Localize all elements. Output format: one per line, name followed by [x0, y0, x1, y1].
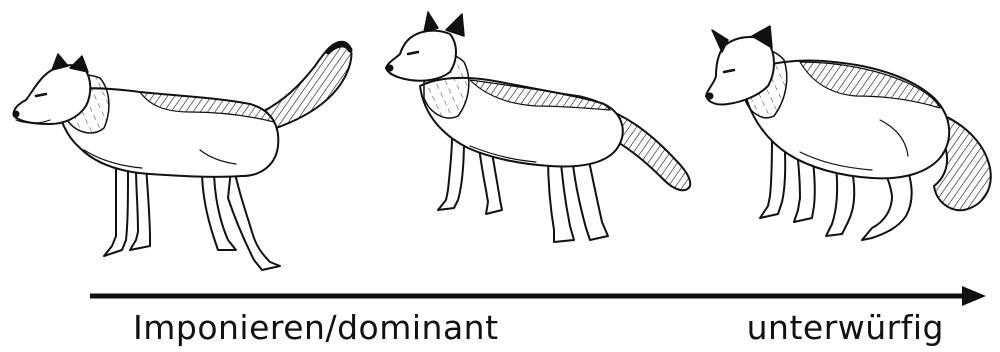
scale-start-label: Imponieren/dominant [133, 308, 499, 348]
wolf-dominant-illustration [13, 42, 351, 270]
wolf-neutral-illustration [386, 12, 690, 242]
wolf-submissive-illustration [706, 26, 991, 240]
scale-end-label: unterwürfig [747, 308, 944, 348]
scale-arrow [90, 286, 986, 306]
